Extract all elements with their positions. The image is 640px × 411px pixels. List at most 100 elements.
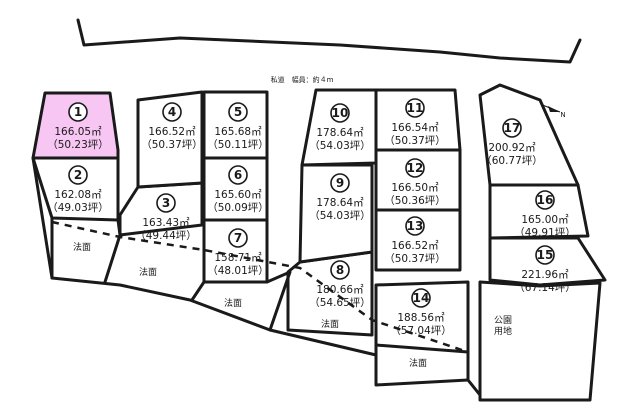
lot-15-number-circle bbox=[535, 245, 555, 265]
lot-12-number: 12 bbox=[407, 161, 424, 175]
lot-4-area: 166.52㎡ bbox=[148, 126, 196, 138]
slope-label-4: 法面 bbox=[321, 318, 339, 330]
lot-5-area: 165.68㎡ bbox=[214, 126, 262, 138]
park-label-line1: 公園 bbox=[494, 315, 512, 326]
slope-label-1: 法面 bbox=[73, 241, 91, 253]
road-north-edge bbox=[76, 18, 582, 64]
lot-1-tsubo: （50.23坪） bbox=[47, 138, 109, 151]
lot-14-number-circle bbox=[411, 288, 431, 308]
lot-11-tsubo: （50.37坪） bbox=[384, 134, 446, 147]
slope-dash-line bbox=[51, 220, 469, 354]
lot-8-tsubo: （54.65坪） bbox=[309, 296, 371, 309]
lot-7-tsubo: （48.01坪） bbox=[207, 264, 269, 277]
lot-4-label: 4 166.52㎡（50.37坪） bbox=[141, 102, 203, 151]
lot-14-area: 188.56㎡ bbox=[397, 312, 445, 324]
lot-6-area: 165.60㎡ bbox=[214, 189, 262, 201]
lot-11-area: 166.54㎡ bbox=[391, 122, 439, 134]
lot-15-number: 15 bbox=[537, 248, 554, 262]
lot-2-label: 2 162.08㎡（49.03坪） bbox=[47, 165, 109, 214]
lot-13-label: 13 166.52㎡（50.37坪） bbox=[384, 216, 446, 265]
lot-6-label: 6 165.60㎡（50.09坪） bbox=[207, 165, 269, 214]
lot-16-label: 16 165.00㎡（49.91坪） bbox=[514, 190, 576, 239]
lot-12-area: 166.50㎡ bbox=[391, 182, 439, 194]
lot-5-number-circle bbox=[228, 102, 248, 122]
lot-10-number: 10 bbox=[332, 106, 349, 120]
lot-11-number-circle bbox=[405, 98, 425, 118]
lot-9-number-circle bbox=[330, 173, 350, 193]
lot-2-number-circle bbox=[68, 165, 88, 185]
lot-17-tsubo: （60.77坪） bbox=[481, 154, 543, 167]
lot-8-number: 8 bbox=[336, 263, 344, 277]
lot-8[interactable] bbox=[286, 250, 374, 337]
lot-13-number: 13 bbox=[407, 219, 424, 233]
lot-12-number-circle bbox=[405, 158, 425, 178]
lot-5-number: 5 bbox=[234, 105, 242, 119]
lot-13-area: 166.52㎡ bbox=[391, 240, 439, 252]
lot-15-tsubo: （67.14坪） bbox=[514, 281, 576, 294]
lot-6-tsubo: （50.09坪） bbox=[207, 201, 269, 214]
svg-text:N: N bbox=[560, 111, 565, 119]
lot-2-tsubo: （49.03坪） bbox=[47, 201, 109, 214]
lot-8-area: 180.66㎡ bbox=[316, 284, 364, 296]
lot-3-tsubo: （49.44坪） bbox=[135, 229, 197, 242]
lot-16-number: 16 bbox=[537, 193, 554, 207]
lot-11-label: 11 166.54㎡（50.37坪） bbox=[384, 98, 446, 147]
lot-17[interactable] bbox=[478, 83, 580, 187]
park-land[interactable] bbox=[478, 280, 602, 402]
lot-14-number: 14 bbox=[413, 291, 430, 305]
lot-10-area: 178.64㎡ bbox=[316, 127, 364, 139]
lot-17-number-circle bbox=[502, 118, 522, 138]
lot-10-number-circle bbox=[330, 103, 350, 123]
lot-11-number: 11 bbox=[407, 101, 424, 115]
lot-17-area: 200.92㎡ bbox=[488, 142, 536, 154]
lot-9-label: 9 178.64㎡（54.03坪） bbox=[309, 173, 371, 222]
lot-9-tsubo: （54.03坪） bbox=[309, 209, 371, 222]
lot-7-number-circle bbox=[228, 228, 248, 248]
lot-13-number-circle bbox=[405, 216, 425, 236]
park-label-line2: 用地 bbox=[494, 325, 512, 337]
lot-3-number: 3 bbox=[162, 196, 170, 210]
lot-3-label: 3 163.43㎡（49.44坪） bbox=[135, 193, 197, 242]
lot-17-label: 17 200.92㎡（60.77坪） bbox=[481, 118, 543, 167]
lot-4-tsubo: （50.37坪） bbox=[141, 138, 203, 151]
lot-9-number: 9 bbox=[336, 176, 344, 190]
lot-2-number: 2 bbox=[74, 168, 82, 182]
lot-17-number: 17 bbox=[504, 121, 521, 135]
lot-1[interactable] bbox=[31, 91, 120, 160]
lot-12-tsubo: （50.36坪） bbox=[384, 194, 446, 207]
lot-5-tsubo: （50.11坪） bbox=[207, 138, 269, 151]
lot-14-tsubo: （57.04坪） bbox=[390, 324, 452, 337]
lot-1-number-circle bbox=[68, 102, 88, 122]
road-label: 私道 幅員：約４m bbox=[271, 75, 334, 84]
lot-4-number-circle bbox=[162, 102, 182, 122]
slope-label-2: 法面 bbox=[139, 266, 157, 278]
lot-10-label: 10 178.64㎡（54.03坪） bbox=[309, 103, 371, 152]
lot-7-number: 7 bbox=[234, 231, 242, 245]
lot-9-area: 178.64㎡ bbox=[316, 197, 364, 209]
lot-4[interactable] bbox=[136, 90, 204, 189]
lot-2-area: 162.08㎡ bbox=[54, 189, 102, 201]
lot-15-area: 221.96㎡ bbox=[521, 269, 569, 281]
lot-13[interactable] bbox=[374, 208, 462, 272]
lot-4-number: 4 bbox=[168, 105, 176, 119]
slope-label-5: 法面 bbox=[409, 357, 427, 369]
lot-3-number-circle bbox=[156, 193, 176, 213]
lot-8-label: 8 180.66㎡（54.65坪） bbox=[309, 260, 371, 309]
lot-16-tsubo: （49.91坪） bbox=[514, 226, 576, 239]
lot-7-area: 158.71㎡ bbox=[214, 252, 262, 264]
lot-13-tsubo: （50.37坪） bbox=[384, 252, 446, 265]
lot-8-number-circle bbox=[330, 260, 350, 280]
slope-label-3: 法面 bbox=[224, 297, 242, 309]
lot-6-number: 6 bbox=[234, 168, 242, 182]
lot-3-area: 163.43㎡ bbox=[142, 217, 190, 229]
lot-16-number-circle bbox=[535, 190, 555, 210]
lot-16-area: 165.00㎡ bbox=[521, 214, 569, 226]
lot-1-label: 1 166.05㎡（50.23坪） bbox=[47, 102, 109, 151]
slope-inner-edge-west bbox=[50, 216, 378, 357]
lot-12-label: 12 166.50㎡（50.36坪） bbox=[384, 158, 446, 207]
lot-14-label: 14 188.56㎡（57.04坪） bbox=[390, 288, 452, 337]
lot-1-area: 166.05㎡ bbox=[54, 126, 102, 138]
lot-10-tsubo: （54.03坪） bbox=[309, 139, 371, 152]
lot-1-number: 1 bbox=[74, 105, 82, 119]
